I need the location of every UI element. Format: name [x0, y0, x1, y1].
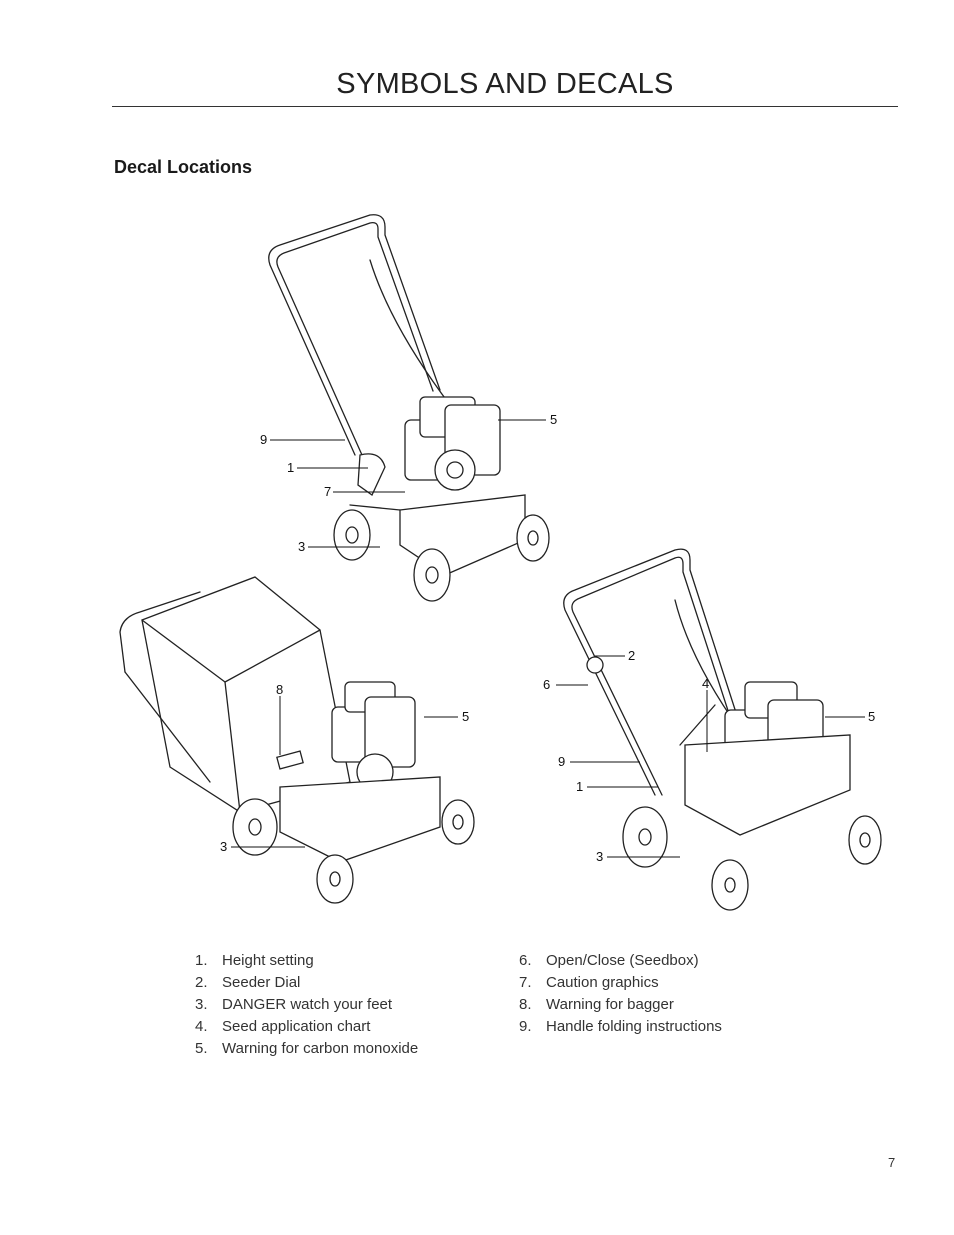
callout-2: 2 — [628, 648, 635, 663]
callout-3: 3 — [596, 849, 603, 864]
list-item: 9.Handle folding instructions — [519, 1018, 722, 1035]
legend-left: 1.Height setting 2.Seeder Dial 3.DANGER … — [195, 952, 418, 1062]
callout-1: 1 — [287, 460, 294, 475]
deck — [684, 734, 851, 836]
dethatcher-top-drawing: 5 9 1 7 3 — [260, 214, 557, 602]
callout-3: 3 — [298, 539, 305, 554]
list-item: 1.Height setting — [195, 952, 314, 969]
dethatcher-bagger-drawing: 8 5 3 — [119, 576, 475, 904]
callout-5: 5 — [550, 412, 557, 427]
callout-5: 5 — [462, 709, 469, 724]
figure-dethatcher-bagger: 8 5 3 — [110, 572, 480, 907]
figure-dethatcher-seeder: 2 6 4 5 9 1 3 — [540, 540, 885, 925]
list-item: 7.Caution graphics — [519, 974, 659, 991]
callout-9: 9 — [558, 754, 565, 769]
handle — [268, 214, 441, 456]
deck — [279, 776, 441, 863]
list-item: 6.Open/Close (Seedbox) — [519, 952, 699, 969]
callout-3: 3 — [220, 839, 227, 854]
page-title: SYMBOLS AND DECALS — [336, 68, 674, 100]
figure-dethatcher-top: 5 9 1 7 3 — [250, 205, 570, 610]
seeder-dial — [586, 656, 604, 674]
callout-9: 9 — [260, 432, 267, 447]
callout-7: 7 — [324, 484, 331, 499]
list-item: 3.DANGER watch your feet — [195, 996, 393, 1013]
section-title: Decal Locations — [114, 157, 253, 177]
callout-6: 6 — [543, 677, 550, 692]
list-item: 2.Seeder Dial — [195, 974, 301, 991]
callout-8: 8 — [276, 682, 283, 697]
legend-right: 6.Open/Close (Seedbox) 7.Caution graphic… — [519, 952, 722, 1040]
callout-4: 4 — [702, 676, 709, 691]
bagger-decal — [276, 750, 304, 770]
callout-1: 1 — [576, 779, 583, 794]
dethatcher-seeder-drawing: 2 6 4 5 9 1 3 — [543, 548, 882, 911]
list-item: 5.Warning for carbon monoxide — [195, 1040, 419, 1057]
title-rule — [112, 106, 898, 107]
list-item: 4.Seed application chart — [195, 1018, 371, 1035]
page-number: 7 — [888, 1155, 896, 1170]
list-item: 8.Warning for bagger — [519, 996, 674, 1013]
bagger — [141, 576, 351, 813]
callout-5: 5 — [868, 709, 875, 724]
